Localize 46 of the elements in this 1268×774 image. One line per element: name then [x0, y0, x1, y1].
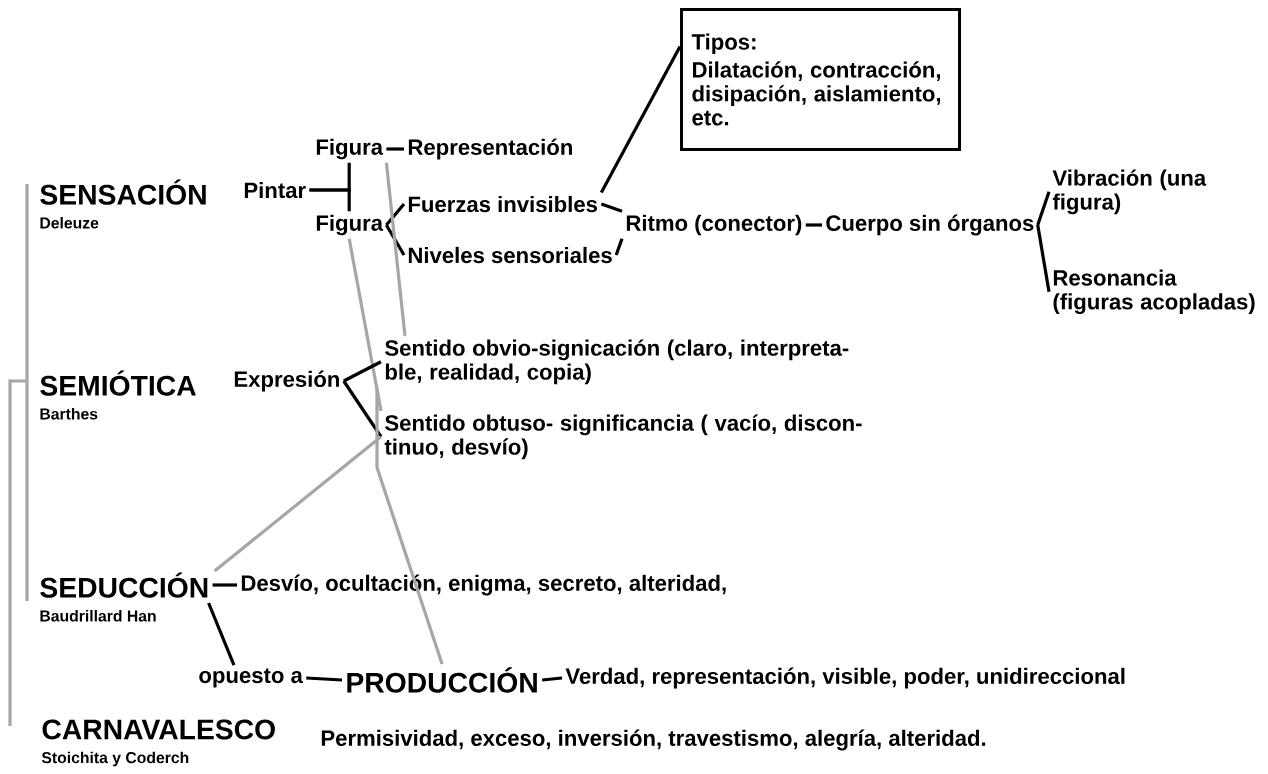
tree-line [213, 435, 382, 573]
term-text: Sentido obtuso- significancia ( vacío, discon- tinuo, desvío) [384, 414, 862, 460]
concept-heading: SEMIÓTICA Barthes [40, 370, 196, 420]
term-text: Fuerzas invisibles [408, 195, 598, 213]
note-box: Tipos: Dilatación, contracción, disipación, aislamiento, etc. [680, 8, 961, 151]
term-text: Ritmo (conector) [626, 214, 802, 236]
term-text: Sentido obvio-signicación (claro, interpreta- ble, realidad, copia) [385, 339, 849, 385]
connector-line [599, 45, 682, 194]
connector-line [385, 202, 406, 227]
connector-line [614, 238, 624, 256]
connector-line [207, 602, 236, 666]
concept-heading: PRODUCCIÓN [347, 667, 537, 693]
connector-line [542, 676, 563, 682]
connector-line [212, 583, 237, 587]
term-text: Niveles sensoriales [408, 246, 612, 264]
connector-line [600, 202, 623, 213]
term-text: Figura [316, 138, 384, 160]
connector-line [306, 676, 343, 682]
term-text: Figura [316, 214, 384, 236]
tree-line [8, 379, 27, 726]
connector-line [386, 147, 404, 151]
concept-heading: CARNAVALESCO Stoichita y Coderch [41, 719, 275, 767]
term-text: opuesto a [199, 668, 303, 688]
connector-line [385, 224, 406, 256]
term-text: Vibración (una figura) [1052, 169, 1207, 215]
connector-line [309, 188, 351, 212]
term-text: Resonancia (figuras acopladas) [1053, 269, 1255, 315]
term-text: Verdad, representación, visible, poder, unidireccional [565, 667, 1125, 689]
tree-line [347, 238, 383, 412]
connector-line [1036, 191, 1051, 226]
term-text: Representación [408, 138, 572, 160]
term-text: Permisividad, exceso, inversión, travestismo, alegría, alteridad. [321, 729, 986, 751]
concept-heading: SENSACIÓN Deleuze [40, 179, 206, 229]
concept-heading: SEDUCCIÓN Baudrillard Han [40, 572, 208, 622]
term-text: Cuerpo sin órganos [826, 214, 1034, 236]
term-text: Expresión [234, 370, 339, 392]
tree-line [25, 184, 29, 381]
tree-line [384, 162, 407, 337]
connector-line [342, 380, 383, 438]
connector-line [343, 360, 382, 383]
term-text: Desvío, ocultación, enigma, secreto, alteridad, [241, 574, 726, 596]
tree-line [375, 387, 444, 665]
tree-line [25, 381, 29, 601]
term-text: Pintar [244, 181, 306, 199]
connector-line [805, 223, 822, 227]
connector-line [1036, 224, 1051, 292]
